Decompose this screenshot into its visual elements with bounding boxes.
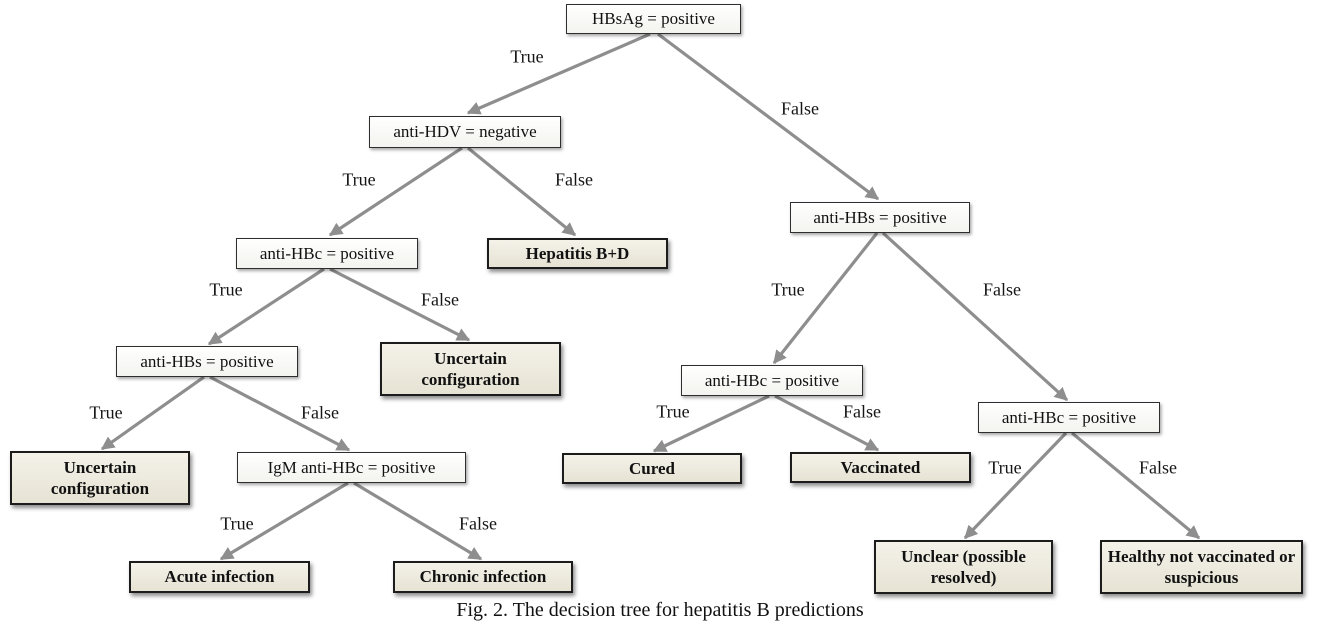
edge-hbcf-true <box>963 431 1068 540</box>
node-label: Uncertain configuration <box>421 348 520 389</box>
node-label: Healthy not vaccinated or suspicious <box>1107 546 1296 587</box>
edge-label-true: True <box>988 457 1022 478</box>
edge-label-true: True <box>220 513 254 534</box>
figure-caption: Fig. 2. The decision tree for hepatitis … <box>456 599 864 621</box>
node-healthy: Healthy not vaccinated or suspicious <box>1100 540 1303 594</box>
edge-label-false: False <box>459 513 497 534</box>
edge-root-false <box>657 32 880 201</box>
edge-hbsr-false <box>881 231 1069 402</box>
edge-label-false: False <box>555 169 593 190</box>
edge-hbsr-true <box>772 232 879 365</box>
edge-hbcl-true <box>207 267 325 346</box>
node-label: anti-HBc = positive <box>704 370 840 390</box>
node-label: HBsAg = positive <box>592 9 715 29</box>
edge-hbsl-false <box>209 375 351 452</box>
node-label: anti-HDV = negative <box>393 122 537 142</box>
node-acute-infection: Acute infection <box>129 561 310 593</box>
node-vaccinated: Vaccinated <box>790 452 971 483</box>
node-label: Hepatitis B+D <box>525 243 630 263</box>
node-uncertain-mid: Uncertain configuration <box>380 342 561 396</box>
edge-label-true: True <box>342 169 376 190</box>
edge-label-true: True <box>771 279 805 300</box>
node-label: Unclear (possible resolved) <box>901 546 1026 587</box>
node-label: Vaccinated <box>840 457 921 477</box>
edge-label-false: False <box>983 279 1021 300</box>
node-anti-hbs-right: anti-HBs = positive <box>790 202 970 233</box>
edge-label-false: False <box>421 289 459 310</box>
node-uncertain-farleft: Uncertain configuration <box>10 451 190 505</box>
edge-label-false: False <box>301 402 339 423</box>
node-label: anti-HBs = positive <box>140 351 274 371</box>
node-label: Uncertain configuration <box>50 457 150 498</box>
edge-hbsl-true <box>100 375 205 451</box>
node-label: anti-HBs = positive <box>813 207 947 227</box>
node-label: anti-HBc = positive <box>1001 407 1137 427</box>
edge-label-true: True <box>510 46 544 67</box>
node-anti-hbc-far: anti-HBc = positive <box>978 402 1160 433</box>
edge-hbcf-false <box>1070 431 1201 540</box>
edge-label-false: False <box>1139 457 1177 478</box>
edge-label-true: True <box>656 401 690 422</box>
node-label: Chronic infection <box>419 567 547 587</box>
node-anti-hbs-left: anti-HBs = positive <box>116 346 298 377</box>
node-hbsag-root: HBsAg = positive <box>566 4 741 34</box>
node-unclear-resolved: Unclear (possible resolved) <box>874 540 1053 594</box>
node-igm-anti-hbc: IgM anti-HBc = positive <box>237 452 466 483</box>
node-anti-hdv: anti-HDV = negative <box>369 116 561 148</box>
node-label: Cured <box>629 458 675 478</box>
node-label: anti-HBc = positive <box>259 243 395 263</box>
edge-hdv-false <box>466 146 577 237</box>
edge-label-false: False <box>843 401 881 422</box>
node-cured: Cured <box>562 453 742 484</box>
node-chronic-infection: Chronic infection <box>393 561 573 593</box>
edge-label-false: False <box>781 98 819 119</box>
edge-hbcl-false <box>329 267 471 342</box>
node-label: IgM anti-HBc = positive <box>267 457 436 477</box>
node-anti-hbc-mid: anti-HBc = positive <box>681 365 863 396</box>
edge-hbcm-false <box>774 394 880 452</box>
node-hepatitis-b-d: Hepatitis B+D <box>487 238 668 269</box>
edge-hdv-true <box>328 146 463 237</box>
edge-root-true <box>466 32 651 115</box>
edge-igm-false <box>353 481 483 561</box>
edge-igm-true <box>219 481 349 561</box>
edge-label-true: True <box>89 402 123 423</box>
node-anti-hbc-left: anti-HBc = positive <box>236 238 418 269</box>
node-label: Acute infection <box>164 567 275 587</box>
edge-hbcm-true <box>652 394 770 453</box>
edge-label-true: True <box>209 279 243 300</box>
